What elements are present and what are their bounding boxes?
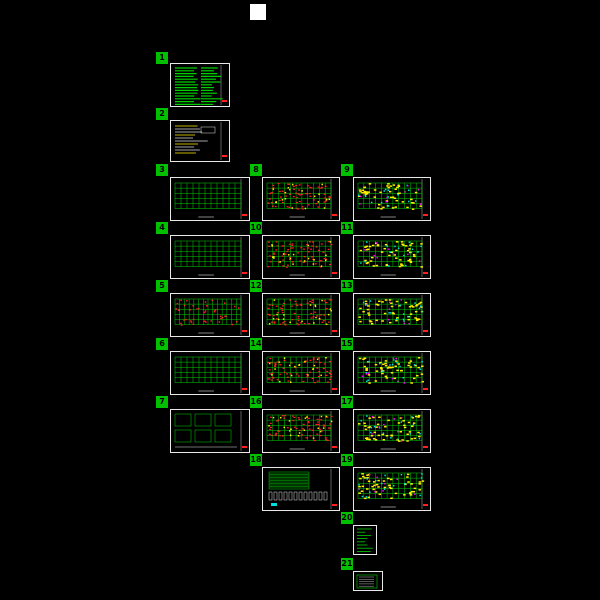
sheet-drawing	[175, 122, 227, 160]
drawing-sheet-10[interactable]	[262, 235, 340, 279]
sheet-drawing	[357, 353, 428, 393]
sheet-drawing	[357, 528, 373, 552]
sheet-number-14: 14	[250, 338, 262, 350]
drawing-sheet-3[interactable]	[170, 177, 250, 221]
drawing-sheet-17[interactable]	[353, 409, 431, 453]
drawing-sheet-1[interactable]	[170, 63, 230, 107]
sheet-drawing	[266, 295, 337, 335]
drawing-sheet-5[interactable]	[170, 293, 250, 337]
sheet-number-18: 18	[250, 454, 262, 466]
sheet-drawing	[174, 295, 247, 335]
drawing-set-title	[250, 4, 266, 20]
sheet-number-4: 4	[156, 222, 168, 234]
sheet-number-21: 21	[341, 558, 353, 570]
sheet-drawing	[266, 353, 337, 393]
sheet-number-10: 10	[250, 222, 262, 234]
sheet-number-17: 17	[341, 396, 353, 408]
sheet-number-7: 7	[156, 396, 168, 408]
sheet-number-8: 8	[250, 164, 262, 176]
sheet-number-2: 2	[156, 108, 168, 120]
sheet-drawing	[268, 469, 337, 509]
sheet-number-16: 16	[250, 396, 262, 408]
sheet-drawing	[356, 574, 378, 589]
sheet-drawing	[357, 411, 428, 451]
drawing-sheet-18[interactable]	[262, 467, 340, 511]
sheet-drawing	[357, 237, 428, 277]
drawing-sheet-8[interactable]	[262, 177, 340, 221]
sheet-drawing	[266, 411, 337, 451]
drawing-sheet-12[interactable]	[262, 293, 340, 337]
sheet-drawing	[174, 237, 247, 277]
sheet-number-1: 1	[156, 52, 168, 64]
drawing-sheet-6[interactable]	[170, 351, 250, 395]
drawing-sheet-19[interactable]	[353, 467, 431, 511]
drawing-sheet-7[interactable]	[170, 409, 250, 453]
sheet-number-12: 12	[250, 280, 262, 292]
drawing-sheet-9[interactable]	[353, 177, 431, 221]
sheet-number-20: 20	[341, 512, 353, 524]
sheet-drawing	[357, 469, 428, 509]
sheet-drawing	[266, 179, 337, 219]
drawing-sheet-13[interactable]	[353, 293, 431, 337]
sheet-number-9: 9	[341, 164, 353, 176]
drawing-sheet-4[interactable]	[170, 235, 250, 279]
drawing-sheet-14[interactable]	[262, 351, 340, 395]
sheet-number-19: 19	[341, 454, 353, 466]
sheet-number-11: 11	[341, 222, 353, 234]
sheet-number-5: 5	[156, 280, 168, 292]
sheet-drawing	[175, 65, 227, 106]
drawing-sheet-21[interactable]	[353, 571, 383, 591]
sheet-number-15: 15	[341, 338, 353, 350]
sheet-drawing	[174, 411, 247, 451]
drawing-sheet-2[interactable]	[170, 120, 230, 162]
sheet-drawing	[174, 353, 247, 393]
sheet-drawing	[174, 179, 247, 219]
sheet-drawing	[357, 295, 428, 335]
drawing-sheet-20[interactable]	[353, 525, 377, 555]
sheet-drawing	[357, 179, 428, 219]
sheet-number-3: 3	[156, 164, 168, 176]
drawing-sheet-15[interactable]	[353, 351, 431, 395]
sheet-drawing	[266, 237, 337, 277]
sheet-number-13: 13	[341, 280, 353, 292]
drawing-sheet-11[interactable]	[353, 235, 431, 279]
drawing-sheet-16[interactable]	[262, 409, 340, 453]
sheet-number-6: 6	[156, 338, 168, 350]
